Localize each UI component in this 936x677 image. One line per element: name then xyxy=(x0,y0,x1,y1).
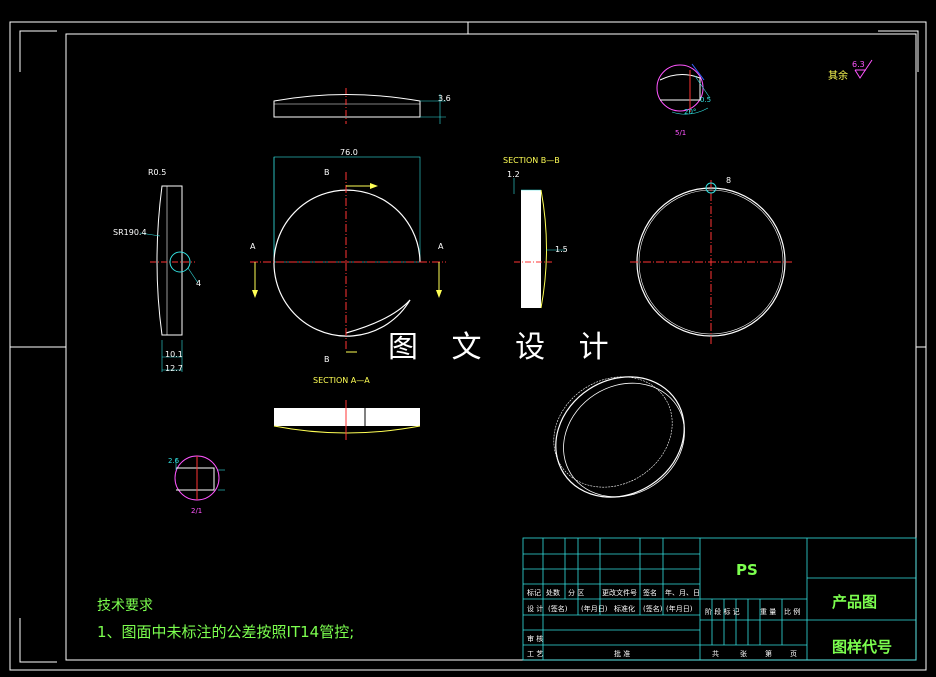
tb-r1-2: 分 区 xyxy=(568,589,585,597)
rear-view xyxy=(630,180,792,345)
tb-r2b-0: 阶 段 标 记 xyxy=(705,608,740,616)
top-elevation-view xyxy=(273,88,446,124)
title-block xyxy=(522,537,917,661)
tb-r4-0: 工 艺 xyxy=(527,650,544,658)
section-aa-view xyxy=(273,400,421,440)
detail-view-bottom xyxy=(174,455,225,501)
dim-top: 3.6 xyxy=(438,94,451,103)
section-mark-b-top: B xyxy=(324,168,330,177)
tb-r1-1: 处数 xyxy=(546,589,560,597)
surface-note: 其余 xyxy=(828,71,848,82)
tb-r2-4: (签名) xyxy=(643,605,663,613)
tb-r4b-2: 第 xyxy=(765,650,772,658)
tb-r4b-3: 页 xyxy=(790,650,797,658)
tb-r2-5: (年月日) xyxy=(666,605,693,613)
tb-r3-0: 审 核 xyxy=(527,635,544,643)
detail-scale-top: 5/1 xyxy=(675,129,687,137)
tb-r2b-2: 比 例 xyxy=(784,608,801,616)
dim-diameter: 76.0 xyxy=(340,148,358,157)
tb-r1-3: 更改文件号 xyxy=(602,589,637,597)
titleblock-material: PS xyxy=(736,561,758,579)
watermark-text: 图 文 设 计 xyxy=(388,330,621,365)
dim-15: 1.5 xyxy=(555,245,568,254)
tb-r2-2: (年月日) xyxy=(581,605,608,613)
section-mark-a-left: A xyxy=(250,242,256,251)
tb-r1-5: 年、月、日 xyxy=(665,589,700,597)
tb-r1-4: 签名 xyxy=(643,589,657,597)
tech-requirements-title: 技术要求 xyxy=(97,598,153,614)
section-mark-b-bottom: B xyxy=(324,355,330,364)
section-aa-label: SECTION A—A xyxy=(313,376,370,385)
tb-r1-0: 标记 xyxy=(527,589,541,597)
left-side-view xyxy=(139,185,199,372)
tb-r4-1: 批 准 xyxy=(614,650,631,658)
drawing-frame xyxy=(9,21,927,671)
dim-det1: 2.6 xyxy=(168,457,180,465)
tb-r2-1: (签名) xyxy=(548,605,568,613)
dim-det3: 0.5 xyxy=(700,96,712,104)
front-view xyxy=(250,156,446,353)
tb-r2b-1: 重 量 xyxy=(760,608,777,616)
dim-det2: 20° xyxy=(684,108,697,116)
roughness-symbol xyxy=(854,59,873,79)
tb-r4b-0: 共 xyxy=(712,650,719,658)
detail-view-top xyxy=(656,63,711,115)
titleblock-code: 图样代号 xyxy=(832,638,893,656)
tb-r4b-1: 张 xyxy=(740,650,747,658)
dim-10: 10.1 xyxy=(165,350,183,359)
section-mark-a-right: A xyxy=(438,242,444,251)
dim-r8: R0.5 xyxy=(148,168,167,177)
tb-r2-3: 标准化 xyxy=(614,605,635,613)
section-bb-label: SECTION B—B xyxy=(503,156,560,165)
surface-value: 6.3 xyxy=(852,60,865,69)
detail-scale-bottom: 2/1 xyxy=(191,507,203,515)
dim-sr: SR190.4 xyxy=(113,228,147,237)
tech-requirements-note: 1、图面中未标注的公差按照IT14管控; xyxy=(97,623,355,641)
dim-eight: 8 xyxy=(726,176,732,185)
isometric-ring xyxy=(553,376,685,498)
dim-12b: 1.2 xyxy=(507,170,520,179)
titleblock-product: 产品图 xyxy=(832,593,878,611)
dim-12: 12.7 xyxy=(165,364,183,373)
dim-four: 4 xyxy=(196,279,202,288)
tb-r2-0: 设 计 xyxy=(527,605,544,613)
section-bb-view xyxy=(513,178,565,309)
